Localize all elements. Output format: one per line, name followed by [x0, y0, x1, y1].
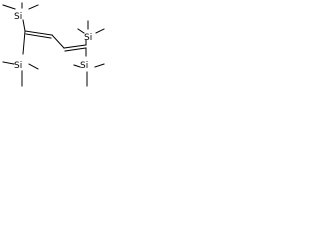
trimethylsilyl-bottom-left: Si	[2, 30, 39, 87]
double-bond-outer	[24, 30, 53, 36]
si-atom-label: Si	[14, 12, 22, 22]
methyl-bond	[2, 4, 16, 10]
si-carbon-bond	[22, 30, 26, 55]
methyl-bond	[28, 63, 39, 70]
si-carbon-bond	[22, 19, 26, 32]
molecule-structure: Si Si Si Si	[2, 2, 105, 87]
double-bond-outer	[63, 44, 87, 49]
methyl-bond	[28, 4, 39, 10]
si-atom-label: Si	[84, 33, 92, 43]
methyl-bond	[95, 28, 105, 34]
diene-backbone	[24, 30, 87, 52]
single-bond	[51, 34, 65, 49]
si-atom-label: Si	[14, 61, 22, 71]
methyl-bond	[73, 64, 81, 68]
double-bond-inner	[64, 47, 87, 52]
methyl-bond	[77, 28, 85, 34]
trimethylsilyl-upper-right: Si	[77, 20, 105, 46]
trimethylsilyl-lower-right: Si	[73, 47, 105, 87]
si-atom-label: Si	[80, 61, 88, 71]
methyl-bond	[94, 63, 105, 68]
trimethylsilyl-top-left: Si	[2, 2, 39, 32]
methyl-bond	[2, 61, 15, 65]
double-bond-inner	[25, 33, 52, 39]
